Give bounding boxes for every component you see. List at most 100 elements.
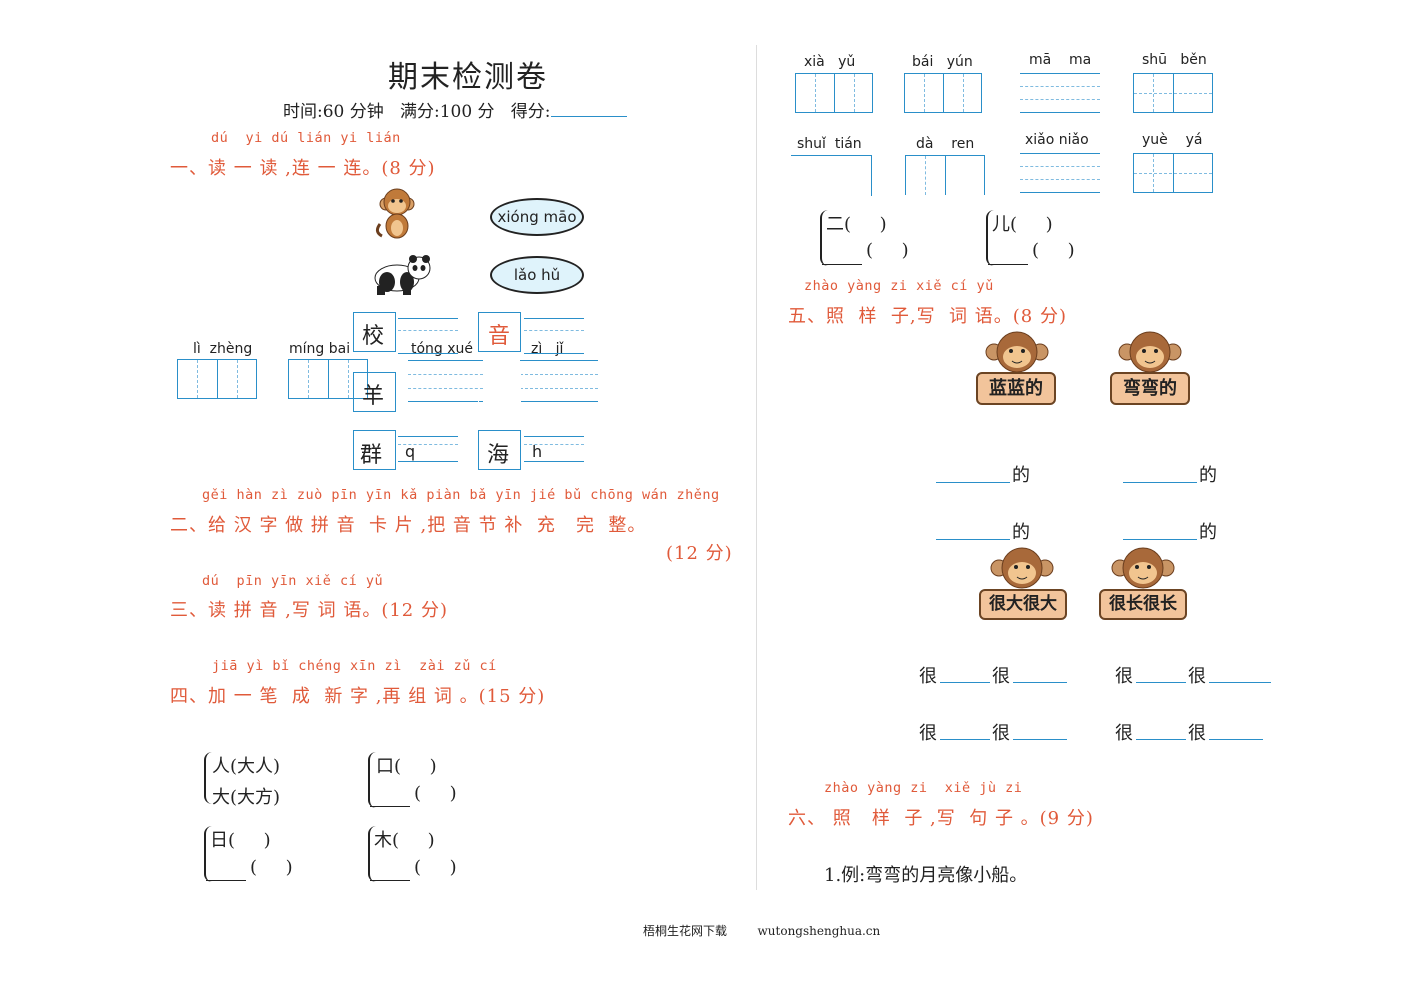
hen-label: 很	[992, 666, 1010, 687]
pinyin-mama: mā ma	[1029, 52, 1092, 68]
pinyin-yueya: yuè yá	[1142, 132, 1203, 148]
write-line[interactable]	[370, 806, 410, 807]
answer-grid[interactable]	[904, 73, 982, 113]
char-xiao: 校	[362, 324, 385, 349]
q4-item4-top[interactable]: 木( )	[374, 830, 435, 851]
answer-grid[interactable]	[791, 155, 872, 196]
footer-text: 梧桐生花网下载 wutongshenghua.cn	[643, 924, 881, 938]
q5-pinyin: zhào yàng zi xiě cí yǔ	[804, 278, 994, 294]
right-item2-top[interactable]: 儿( )	[992, 214, 1053, 235]
char-yin: 音	[488, 324, 511, 349]
char-card	[353, 372, 396, 412]
write-line[interactable]	[822, 264, 862, 265]
pinyin-lines[interactable]	[524, 436, 584, 462]
q6-pinyin: zhào yàng zi xiě jù zi	[824, 780, 1023, 796]
sign-henchanghenchang: 很长很长	[1099, 589, 1187, 620]
answer-blank[interactable]	[1136, 682, 1186, 683]
brace	[368, 826, 378, 882]
pinyin-xiayu: xià yǔ	[804, 54, 856, 70]
q4-item2-bottom[interactable]: ( )	[414, 783, 457, 804]
write-line[interactable]	[206, 880, 246, 881]
answer-blank[interactable]	[1013, 739, 1067, 740]
exam-info: 时间:60 分钟 满分:100 分 得分:	[283, 97, 627, 122]
q3-pinyin: dú pīn yīn xiě cí yǔ	[202, 573, 384, 589]
answer-blank[interactable]	[940, 739, 990, 740]
answer-blank[interactable]	[1136, 739, 1186, 740]
q2-pinyin-lizheng: lì zhèng	[193, 341, 253, 357]
char-card	[478, 372, 521, 412]
de-label: 的	[1012, 522, 1030, 543]
page-title: 期末检测卷	[388, 60, 548, 95]
pinyin-shuitian: shuǐ tián	[797, 136, 862, 152]
answer-grid[interactable]	[795, 73, 873, 113]
answer-blank[interactable]	[1123, 482, 1197, 483]
oval-card-laohu[interactable]: lǎo hǔ	[490, 256, 584, 294]
de-label: 的	[1012, 465, 1030, 486]
q1-heading: 一、读 一 读 ,连 一 连。(8 分)	[170, 158, 436, 179]
hen-label: 很	[1115, 666, 1133, 687]
q2-pinyin: gěi hàn zì zuò pīn yīn kǎ piàn bǎ yīn ji…	[202, 487, 720, 503]
q4-item1-bottom: 大(大方)	[212, 787, 281, 808]
hen-label: 很	[1188, 723, 1206, 744]
q1-pinyin: dú yi dú lián yi lián	[211, 130, 401, 146]
answer-grid[interactable]	[177, 359, 257, 399]
monkey-icon	[985, 331, 1049, 373]
char-qun: 群	[360, 443, 383, 468]
answer-blank[interactable]	[940, 682, 990, 683]
q2-pinyin-mingbai: míng bai	[289, 341, 351, 357]
answer-blank[interactable]	[1209, 739, 1263, 740]
pinyin-shuben: shū běn	[1142, 52, 1207, 68]
brace	[204, 826, 214, 882]
brace	[204, 752, 214, 804]
q4-item3-top[interactable]: 日( )	[210, 830, 271, 851]
hen-label: 很	[1188, 666, 1206, 687]
answer-blank[interactable]	[1209, 682, 1271, 683]
hen-label: 很	[1115, 723, 1133, 744]
char-card	[478, 312, 521, 352]
pinyin-xiaoniao: xiǎo niǎo	[1025, 132, 1089, 148]
q4-item1-top: 人(大人)	[212, 756, 281, 777]
pinyin-lines[interactable]	[520, 360, 598, 402]
hint-q: q	[405, 442, 416, 461]
q6-example: 1.例:弯弯的月亮像小船。	[824, 865, 1028, 886]
answer-blank[interactable]	[936, 482, 1010, 483]
sign-hendahenda: 很大很大	[979, 589, 1067, 620]
answer-grid[interactable]	[1133, 153, 1213, 193]
q4-item2-top[interactable]: 口( )	[376, 756, 437, 777]
hint-h: h	[532, 442, 543, 461]
answer-grid[interactable]	[288, 359, 368, 399]
q6-heading: 六、 照 样 子 ,写 句 子 。(9 分)	[788, 808, 1094, 829]
pinyin-lines[interactable]	[408, 360, 483, 402]
score-blank[interactable]	[550, 98, 627, 117]
right-item2-bottom[interactable]: ( )	[1032, 240, 1075, 261]
pinyin-lines[interactable]	[398, 436, 458, 462]
q2-score: (12 分)	[666, 543, 733, 564]
right-item1-bottom[interactable]: ( )	[866, 240, 909, 261]
pinyin-lines[interactable]	[524, 318, 584, 354]
pinyin-daren: dà ren	[916, 136, 975, 152]
q3-heading: 三、读 拼 音 ,写 词 语。(12 分)	[170, 600, 448, 621]
answer-grid[interactable]	[905, 155, 985, 195]
exam-info-text: 时间:60 分钟 满分:100 分 得分:	[283, 102, 551, 122]
q4-item3-bottom[interactable]: ( )	[250, 857, 293, 878]
answer-blank[interactable]	[1123, 539, 1197, 540]
q5-heading: 五、照 样 子,写 词 语。(8 分)	[788, 306, 1067, 327]
brace	[820, 210, 830, 266]
answer-blank[interactable]	[1013, 682, 1067, 683]
q2-pinyin-ziji: zì jǐ	[531, 341, 564, 357]
pinyin-lines[interactable]	[1020, 153, 1100, 193]
q4-item4-bottom[interactable]: ( )	[414, 857, 457, 878]
right-item1-top[interactable]: 二( )	[826, 214, 887, 235]
sign-wanwande: 弯弯的	[1110, 372, 1190, 405]
pinyin-lines[interactable]	[398, 318, 458, 354]
answer-blank[interactable]	[936, 539, 1010, 540]
brace	[986, 210, 996, 266]
oval-card-xiongmao[interactable]: xióng māo	[490, 198, 584, 236]
write-line[interactable]	[370, 880, 410, 881]
hen-label: 很	[919, 723, 937, 744]
pinyin-lines[interactable]	[1020, 73, 1100, 113]
monkey-icon	[1118, 331, 1182, 373]
char-card	[353, 430, 396, 470]
write-line[interactable]	[988, 264, 1028, 265]
answer-grid[interactable]	[1133, 73, 1213, 113]
